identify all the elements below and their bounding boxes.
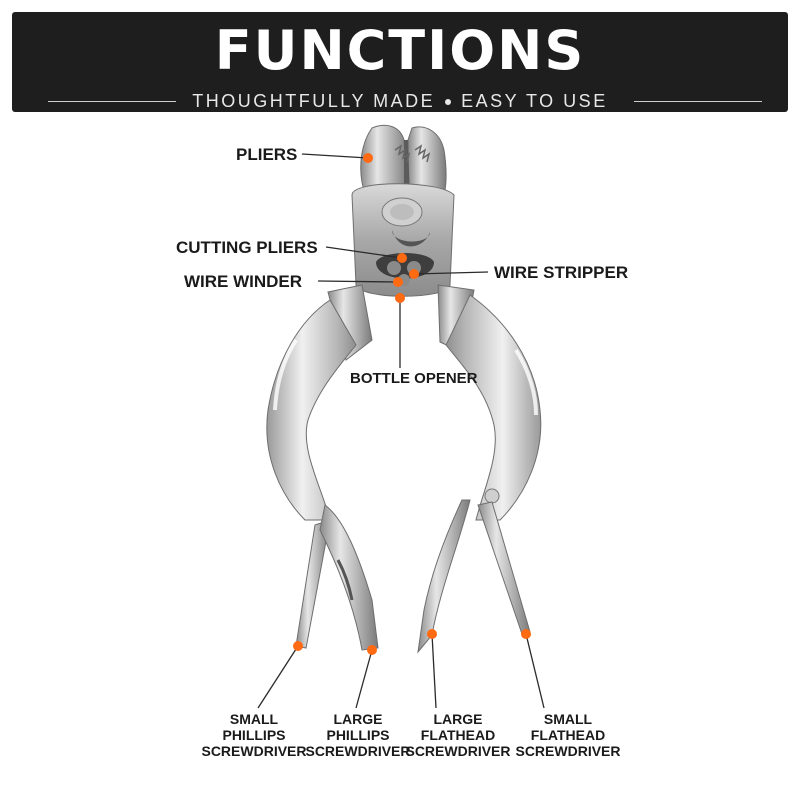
- header-banner: FUNCTIONS THOUGHTFULLY MADE EASY TO USE: [12, 12, 788, 112]
- pivot-body: [351, 183, 455, 297]
- label-large-phillips: LARGE PHILLIPS SCREWDRIVER: [305, 711, 411, 760]
- subtitle-right: EASY TO USE: [461, 91, 608, 111]
- left-divider: [48, 101, 176, 102]
- label-wire-stripper: WIRE STRIPPER: [494, 263, 629, 282]
- dot-wire-winder: [393, 277, 403, 287]
- dot-wire-stripper: [409, 269, 419, 279]
- dot-small-phillips: [293, 641, 303, 651]
- dot-small-flathead: [521, 629, 531, 639]
- right-handle: [437, 284, 542, 521]
- label-small-flathead: SMALL FLATHEAD SCREWDRIVER: [515, 711, 621, 760]
- dot-large-phillips: [367, 645, 377, 655]
- label-wire-winder: WIRE WINDER: [184, 272, 303, 291]
- label-pliers: PLIERS: [236, 145, 298, 164]
- separator-dot: [445, 99, 452, 106]
- label-large-flathead: LARGE FLATHEAD SCREWDRIVER: [405, 711, 511, 760]
- dot-bottle-opener: [395, 293, 405, 303]
- label-bottle-opener: BOTTLE OPENER: [350, 370, 478, 387]
- dot-pliers: [363, 153, 373, 163]
- left-handle: [266, 284, 373, 521]
- callout-dots: [293, 153, 531, 655]
- dot-cutting-pliers: [397, 253, 407, 263]
- subtitle-left: THOUGHTFULLY MADE: [192, 91, 436, 111]
- banner-title: FUNCTIONS: [214, 19, 586, 82]
- screwdriver-bits: [295, 499, 531, 654]
- label-cutting-pliers: CUTTING PLIERS: [176, 238, 318, 257]
- label-small-phillips: SMALL PHILLIPS SCREWDRIVER: [201, 711, 307, 760]
- leader-lines: [257, 153, 545, 709]
- right-divider: [634, 101, 762, 102]
- banner-subtitle: THOUGHTFULLY MADE EASY TO USE: [12, 90, 788, 112]
- dot-large-flathead: [427, 629, 437, 639]
